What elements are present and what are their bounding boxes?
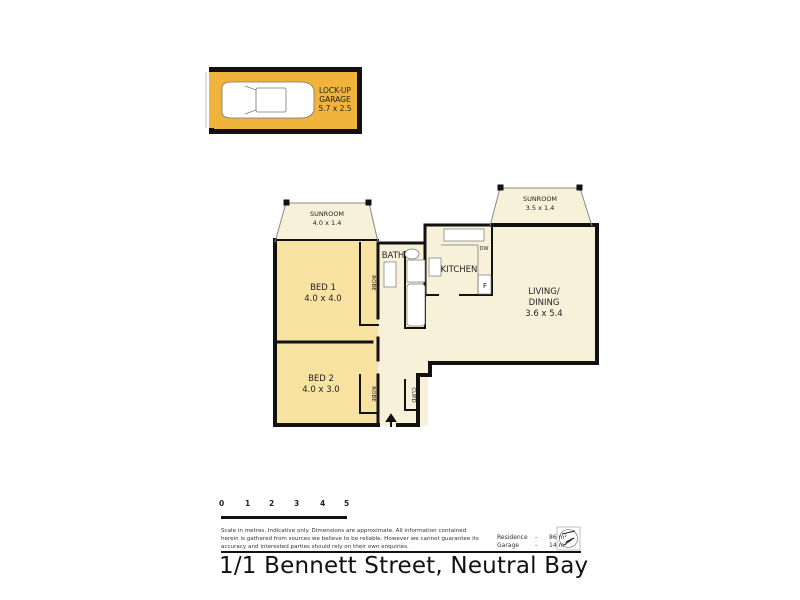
area-label: Garage xyxy=(497,542,519,549)
entry-arrow-icon xyxy=(385,413,397,427)
garage: LOCK-UP GARAGE 5.7 x 2.5 xyxy=(205,67,362,134)
scale-tick: 1 xyxy=(245,499,251,508)
bed2-dims: 4.0 x 3.0 xyxy=(302,385,339,395)
cupd-label: CUPD xyxy=(410,387,416,402)
area-label: Residence xyxy=(497,534,528,541)
bathtub-icon xyxy=(406,283,426,327)
garage-label-2: GARAGE xyxy=(319,95,351,104)
kitchen-label: KITCHEN xyxy=(441,265,478,275)
scale-tick: 5 xyxy=(344,499,350,508)
bath-label: BATH xyxy=(382,251,405,261)
scale-tick: 0 xyxy=(219,499,225,508)
area-summary: Residence-86 m² Garage-14 m² xyxy=(497,534,567,550)
area-row: Garage-14 m² xyxy=(497,542,567,549)
bed2-label: BED 2 xyxy=(308,374,334,384)
sunroom-right-floor xyxy=(490,188,592,226)
scale-tick: 2 xyxy=(269,499,275,508)
sunroom-left-dims: 4.0 x 1.4 xyxy=(313,219,342,227)
toilet-icon xyxy=(404,248,420,260)
scale-tick: 4 xyxy=(320,499,326,508)
living-kitchen-floor xyxy=(425,225,597,363)
sunroom-left-label: SUNROOM xyxy=(310,210,344,218)
stove-icon xyxy=(428,257,442,277)
property-address: 1/1 Bennett Street, Neutral Bay xyxy=(219,553,589,579)
area-value: 86 m² xyxy=(549,534,567,541)
fridge-label: F xyxy=(483,282,487,290)
garage-dims: 5.7 x 2.5 xyxy=(318,104,351,113)
scale-bar xyxy=(221,516,347,519)
garage-label: LOCK-UP xyxy=(319,86,351,95)
car-icon xyxy=(221,81,315,119)
shower-icon xyxy=(406,259,426,283)
compass-icon xyxy=(556,526,581,551)
robe2-label: ROBE xyxy=(370,386,376,402)
basin-icon xyxy=(383,261,397,288)
area-row: Residence-86 m² xyxy=(497,534,567,541)
living-label-2: DINING xyxy=(529,298,560,308)
room-labels: SUNROOM 4.0 x 1.4 SUNROOM 3.5 x 1.4 BED … xyxy=(302,195,562,403)
scale-tick: 3 xyxy=(294,499,300,508)
bed1-label: BED 1 xyxy=(310,283,336,293)
sunroom-right-label: SUNROOM xyxy=(523,195,557,203)
sunroom-left-floor xyxy=(275,203,378,242)
divider-line xyxy=(221,551,581,553)
bed1-dims: 4.0 x 4.0 xyxy=(304,294,341,304)
living-dims: 3.6 x 5.4 xyxy=(525,309,562,319)
robe1-label: ROBE xyxy=(370,275,376,291)
sunroom-right-dims: 3.5 x 1.4 xyxy=(526,204,555,212)
disclaimer: Scale in metres. Indicative only. Dimens… xyxy=(221,528,479,550)
fixtures xyxy=(383,228,492,327)
sink-icon xyxy=(443,228,485,242)
living-label: LIVING/ xyxy=(528,287,560,297)
area-value: 14 m² xyxy=(549,542,567,549)
dishwasher-label: DW xyxy=(480,246,489,252)
